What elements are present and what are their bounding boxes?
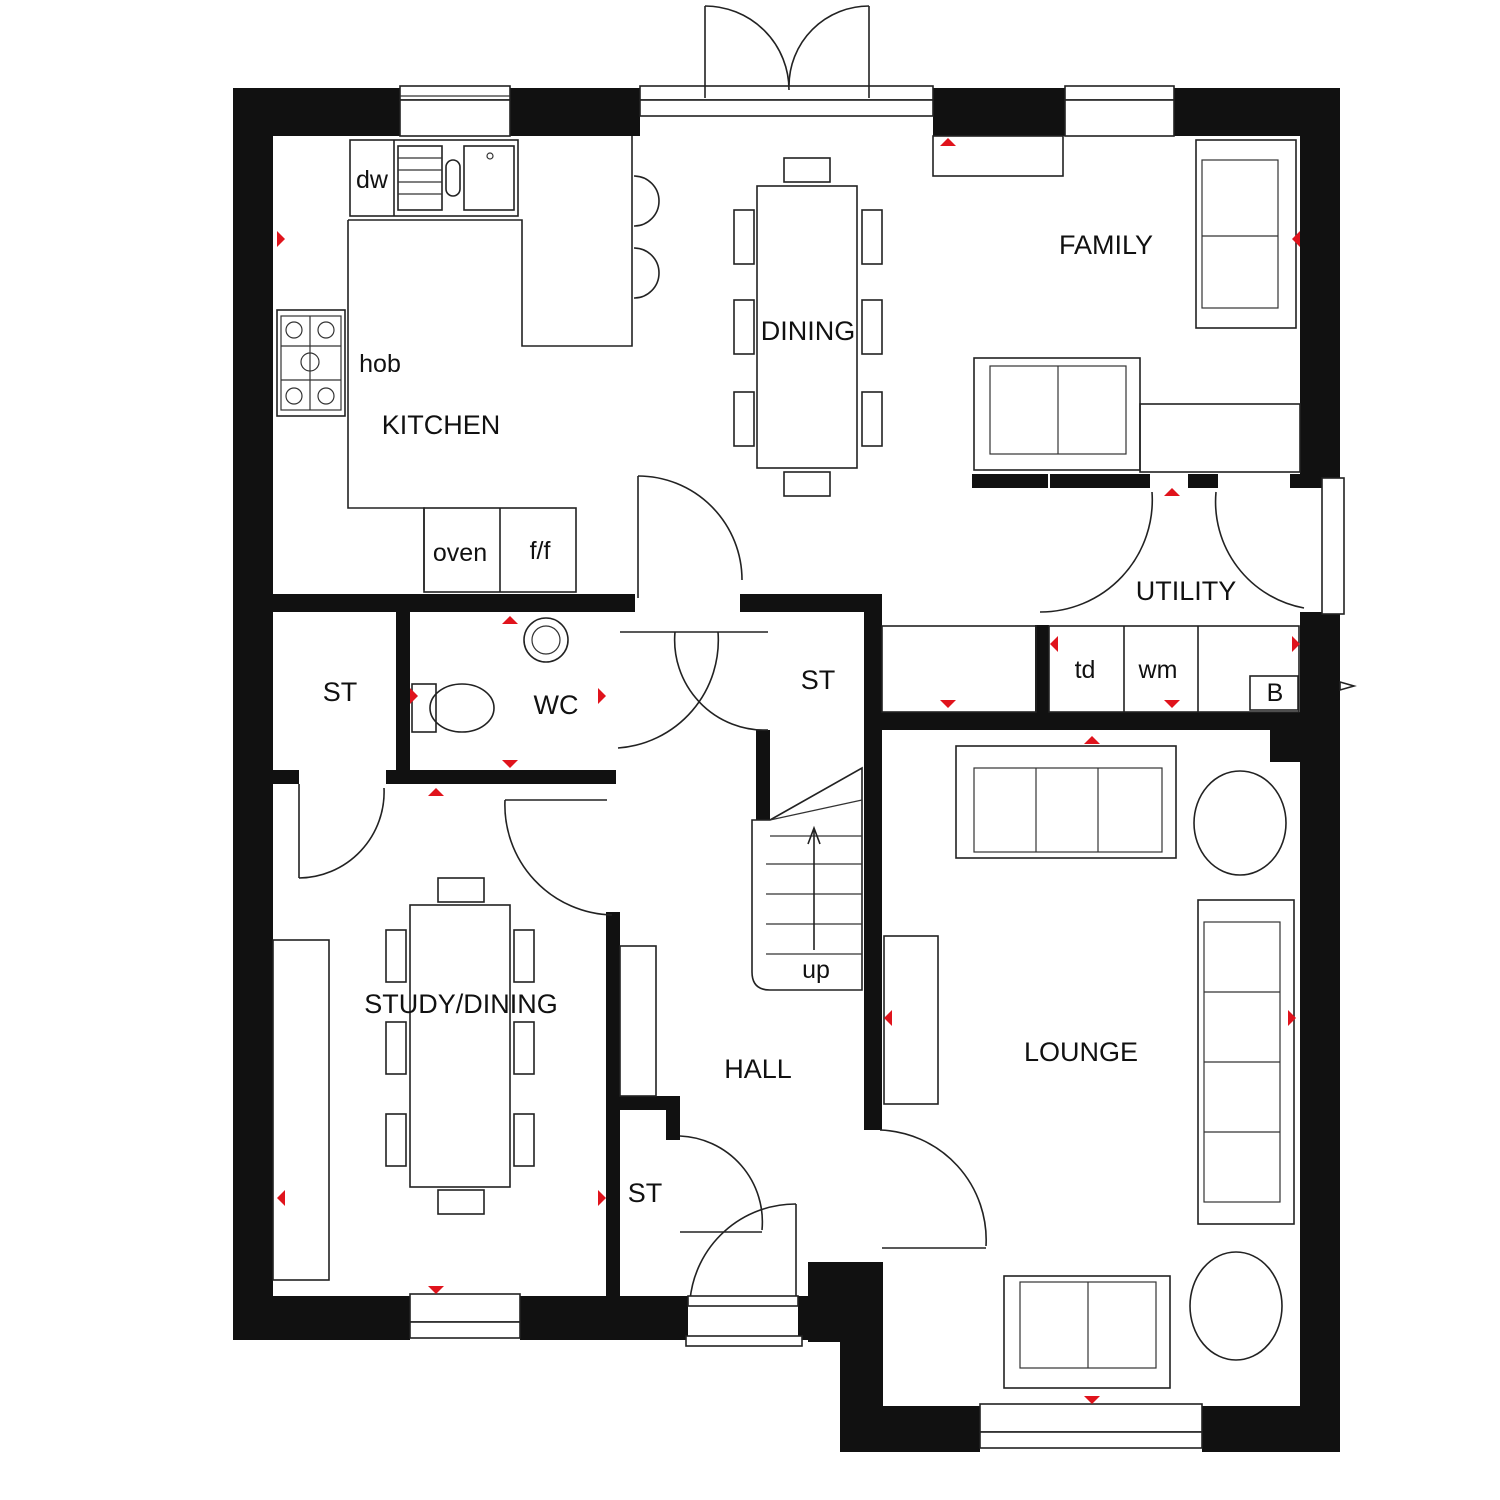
electrical-markers bbox=[277, 138, 1300, 1404]
room-label-dining: DINING bbox=[761, 316, 856, 346]
room-label-study-dining: STUDY/DINING bbox=[364, 989, 558, 1019]
outer-walls bbox=[233, 88, 1340, 1452]
room-label-store-hall: ST bbox=[801, 665, 836, 695]
wc-fittings bbox=[411, 617, 569, 733]
fixture-label-stairs-up: up bbox=[802, 956, 830, 984]
room-label-store-left: ST bbox=[323, 677, 358, 707]
room-labels: KITCHEN DINING FAMILY UTILITY ST WC ST S… bbox=[323, 230, 1237, 1208]
utility-fittings bbox=[881, 625, 1357, 713]
windows bbox=[399, 85, 1345, 1449]
room-label-kitchen: KITCHEN bbox=[382, 410, 501, 440]
kitchen-fittings bbox=[276, 136, 660, 593]
fixture-label-fridge-freezer: f/f bbox=[530, 537, 551, 565]
room-label-wc: WC bbox=[534, 690, 579, 720]
fixture-label-hob: hob bbox=[359, 350, 401, 378]
study-furniture bbox=[272, 877, 535, 1281]
fixture-label-oven: oven bbox=[433, 539, 487, 567]
doors bbox=[298, 475, 1305, 1347]
family-furniture bbox=[932, 135, 1301, 473]
room-label-hall: HALL bbox=[724, 1054, 792, 1084]
room-label-lounge: LOUNGE bbox=[1024, 1037, 1138, 1067]
fixture-label-washing-machine: wm bbox=[1138, 656, 1178, 684]
lounge-furniture bbox=[883, 745, 1295, 1389]
hall-unit bbox=[619, 945, 657, 1097]
fixture-label-boiler: B bbox=[1267, 679, 1284, 707]
fixture-label-tumble-dryer: td bbox=[1075, 656, 1096, 684]
fixture-label-dishwasher: dw bbox=[356, 166, 389, 194]
internal-walls bbox=[273, 474, 1306, 1302]
room-label-store-small: ST bbox=[628, 1178, 663, 1208]
dining-table bbox=[733, 157, 883, 497]
room-label-utility: UTILITY bbox=[1136, 576, 1237, 606]
stairs bbox=[751, 766, 863, 991]
french-doors bbox=[704, 5, 870, 98]
fixture-labels: dw hob oven f/f td wm B up bbox=[356, 166, 1283, 984]
room-label-family: FAMILY bbox=[1059, 230, 1153, 260]
